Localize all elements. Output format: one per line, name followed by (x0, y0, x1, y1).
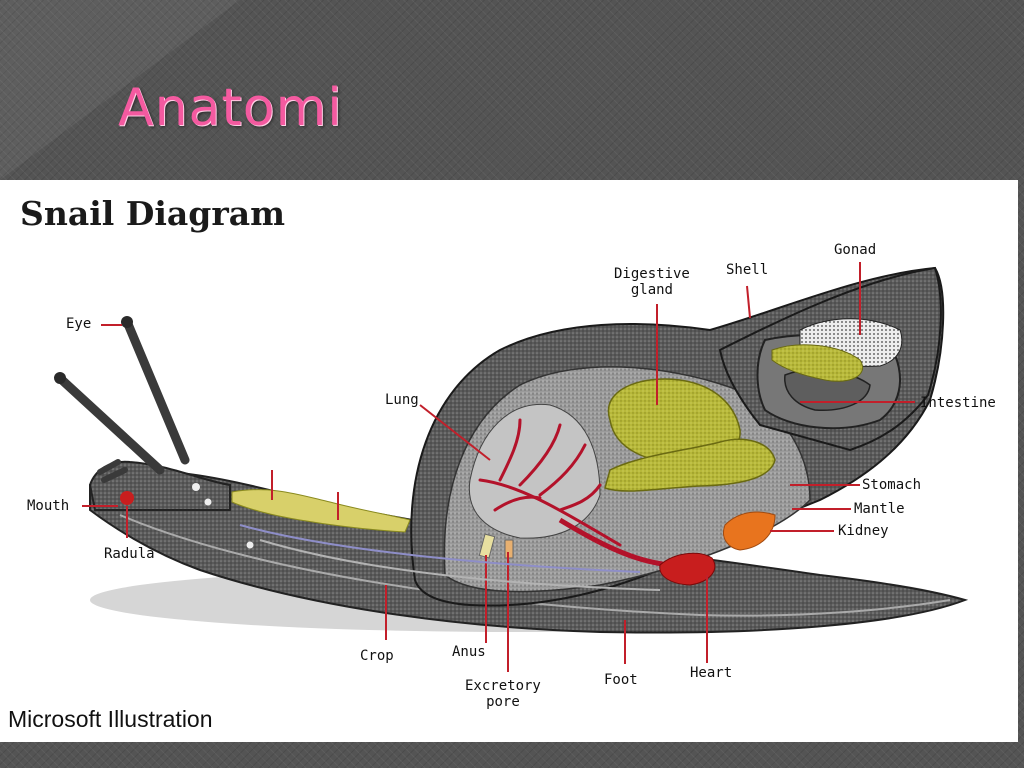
nerve-line (239, 524, 641, 573)
label-mantle: Mantle (854, 501, 905, 517)
intestine-organ (771, 344, 863, 382)
gut-line (259, 539, 661, 591)
label-mouth: Mouth (27, 498, 70, 514)
label-gonad: Gonad (834, 242, 877, 258)
label-shell: Shell (726, 262, 769, 278)
eye-spot-upper (121, 316, 133, 328)
leader-lines (82, 262, 915, 672)
eye-tentacle-upper (123, 319, 190, 465)
label-eye: Eye (66, 316, 92, 332)
slide-title: Anatomi (118, 78, 343, 138)
head-spot (192, 483, 200, 491)
diagram-panel: Snail Diagram Gonad Digestive gland Shel… (0, 180, 1018, 742)
label-anus: Anus (452, 644, 486, 660)
label-kidney: Kidney (838, 523, 889, 539)
digestive-tract-coils (604, 438, 776, 492)
label-digestive-gland: Digestive gland (614, 266, 690, 298)
foot-sole-line (119, 514, 951, 617)
label-lung: Lung (385, 392, 419, 408)
anus-tube (478, 533, 496, 559)
snail-illustration (54, 262, 969, 672)
label-excretory-pore: Excretory pore (465, 678, 541, 710)
kidney-organ (723, 511, 776, 551)
lung-blood-vessels (478, 418, 622, 547)
diagram-title: Snail Diagram (20, 194, 286, 233)
background-corner-shade (0, 0, 240, 180)
label-foot: Foot (604, 672, 638, 688)
illustration-credit: Microsoft Illustration (8, 706, 213, 732)
label-stomach: Stomach (862, 477, 922, 493)
label-intestine: Intestine (920, 395, 996, 411)
label-crop: Crop (360, 648, 394, 664)
crop-organ (231, 489, 411, 533)
head-spot (204, 498, 212, 506)
lower-tentacles (97, 459, 128, 483)
eye-spot-lower (54, 372, 66, 384)
label-heart: Heart (690, 665, 733, 681)
heart-organ (659, 552, 716, 586)
head-spot (246, 541, 254, 549)
eye-tentacle-lower (57, 375, 165, 475)
label-radula: Radula (104, 546, 155, 562)
radula-organ (120, 491, 134, 505)
